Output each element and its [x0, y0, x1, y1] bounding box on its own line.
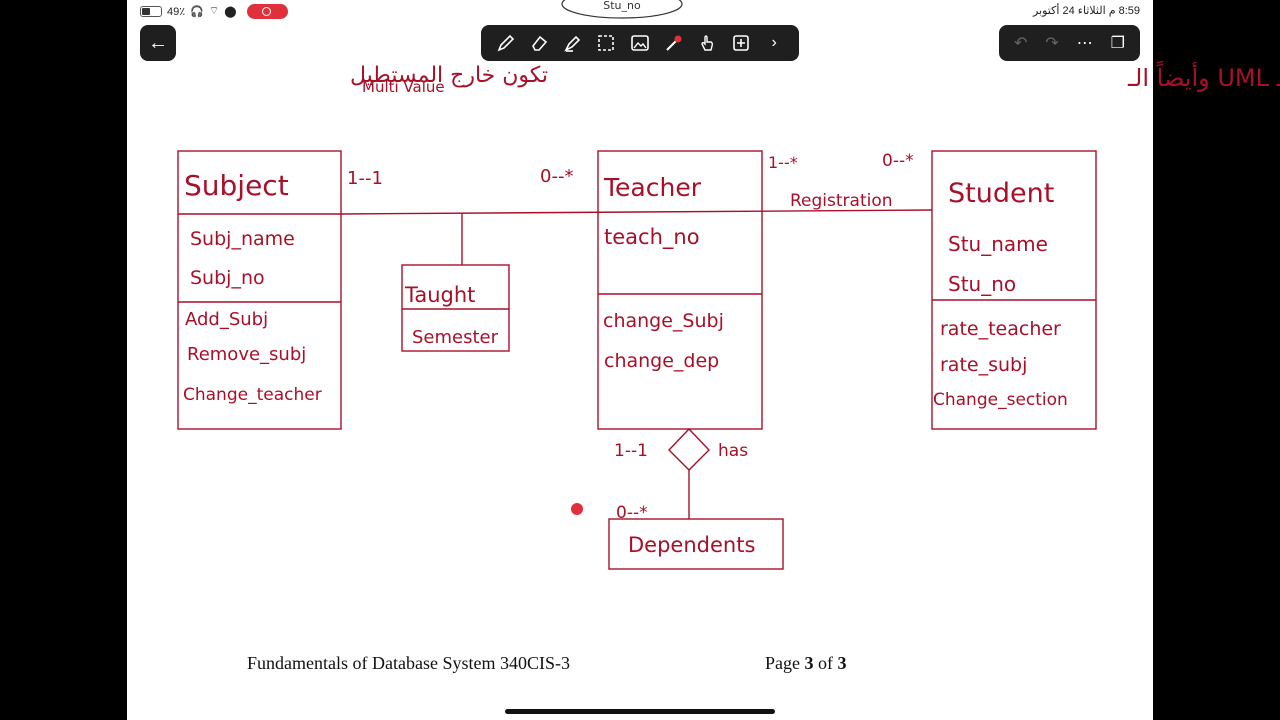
teacher-multiplicity-bottom: 1--1: [614, 441, 648, 461]
more-icon[interactable]: ⋯: [1076, 35, 1093, 52]
redo-icon[interactable]: ↷: [1045, 35, 1059, 52]
header-oval: [561, 0, 683, 19]
header-label: Stu_no: [603, 0, 641, 12]
student-attr: Stu_no: [948, 272, 1016, 296]
page-current: 3: [804, 653, 814, 673]
drawing-toolbar: ›: [481, 25, 799, 61]
class-dependents: Dependents: [608, 518, 784, 570]
arrow-left-icon: ←: [148, 31, 168, 54]
note-arabic-end: تكون خارج المستطيل: [350, 63, 548, 88]
lasso-icon[interactable]: [593, 30, 619, 56]
registration-label: Registration: [790, 191, 893, 211]
battery-percent: 49٪: [167, 5, 186, 18]
note-arabic: فائدة مهمة: العلاقات تعكس في الـ UML وأي…: [1127, 61, 1280, 92]
subject-attr: Subj_name: [190, 228, 295, 250]
has-label: has: [718, 441, 748, 461]
teacher-multiplicity-right: 1--*: [768, 153, 798, 172]
subject-multiplicity: 1--1: [347, 168, 383, 189]
headphones-icon: 🎧: [190, 5, 204, 18]
back-button[interactable]: ←: [140, 25, 176, 61]
home-indicator[interactable]: [505, 709, 775, 714]
class-subject: Subject Subj_name Subj_no Add_Subj Remov…: [177, 150, 342, 430]
class-taught: Taught Semester: [401, 264, 510, 352]
pen-icon[interactable]: [493, 30, 519, 56]
page-of: of: [818, 653, 833, 673]
eraser-icon[interactable]: [526, 30, 552, 56]
footer-page-number: Page 3 of 3: [765, 653, 847, 674]
wifi-icon: ⌔: [208, 5, 220, 17]
highlighter-icon[interactable]: [560, 30, 586, 56]
dependents-multiplicity: 0--*: [616, 503, 648, 523]
image-icon[interactable]: [627, 30, 653, 56]
subject-method: Remove_subj: [187, 344, 306, 365]
dependents-name: Dependents: [628, 533, 755, 557]
teacher-attr: teach_no: [604, 225, 700, 250]
history-toolbar: ↶ ↷ ⋯ ❐: [999, 25, 1140, 61]
note-multi-value: Multi Value: [362, 78, 445, 96]
taught-name: Taught: [404, 283, 475, 307]
subject-method: Add_Subj: [185, 309, 268, 330]
chevron-right-icon[interactable]: ›: [771, 34, 777, 51]
teacher-method: change_Subj: [603, 310, 724, 332]
laser-pointer-dot: [571, 503, 583, 515]
teacher-name: Teacher: [603, 173, 702, 202]
student-method: Change_section: [933, 390, 1068, 410]
subject-name: Subject: [184, 169, 289, 202]
undo-icon[interactable]: ↶: [1013, 35, 1028, 52]
footer-title: Fundamentals of Database System 340CIS-3: [247, 653, 570, 673]
page-total: 3: [837, 653, 847, 673]
student-method: rate_subj: [940, 354, 1027, 376]
page-prefix: Page: [765, 653, 800, 673]
subject-method: Change_teacher: [183, 385, 322, 405]
student-name: Student: [948, 178, 1054, 209]
notebook-page[interactable]: [127, 0, 1153, 720]
subject-attr: Subj_no: [190, 267, 265, 289]
status-time-date: 8:59 م الثلاثاء 24 أكتوبر: [1032, 5, 1140, 17]
screen-record-indicator[interactable]: [247, 4, 288, 19]
teacher-method: change_dep: [604, 350, 719, 372]
touch-icon[interactable]: [694, 30, 720, 56]
location-icon: ⬤: [224, 5, 237, 18]
class-student: Student Stu_name Stu_no rate_teacher rat…: [931, 150, 1097, 430]
taught-attr: Semester: [412, 327, 499, 348]
association-line: [340, 209, 933, 215]
student-multiplicity: 0--*: [882, 151, 914, 171]
student-attr: Stu_name: [948, 232, 1048, 256]
laser-pointer-icon[interactable]: [661, 30, 687, 56]
student-method: rate_teacher: [940, 318, 1061, 340]
status-bar-left: 49٪ 🎧 ⌔ ⬤: [140, 4, 237, 18]
teacher-multiplicity-left: 0--*: [540, 166, 573, 187]
has-diamond: [668, 427, 710, 471]
class-teacher: Teacher teach_no change_Subj change_dep: [597, 150, 763, 430]
pages-icon[interactable]: ❐: [1110, 35, 1125, 52]
battery-icon: [140, 5, 162, 17]
add-page-icon[interactable]: [728, 30, 754, 56]
